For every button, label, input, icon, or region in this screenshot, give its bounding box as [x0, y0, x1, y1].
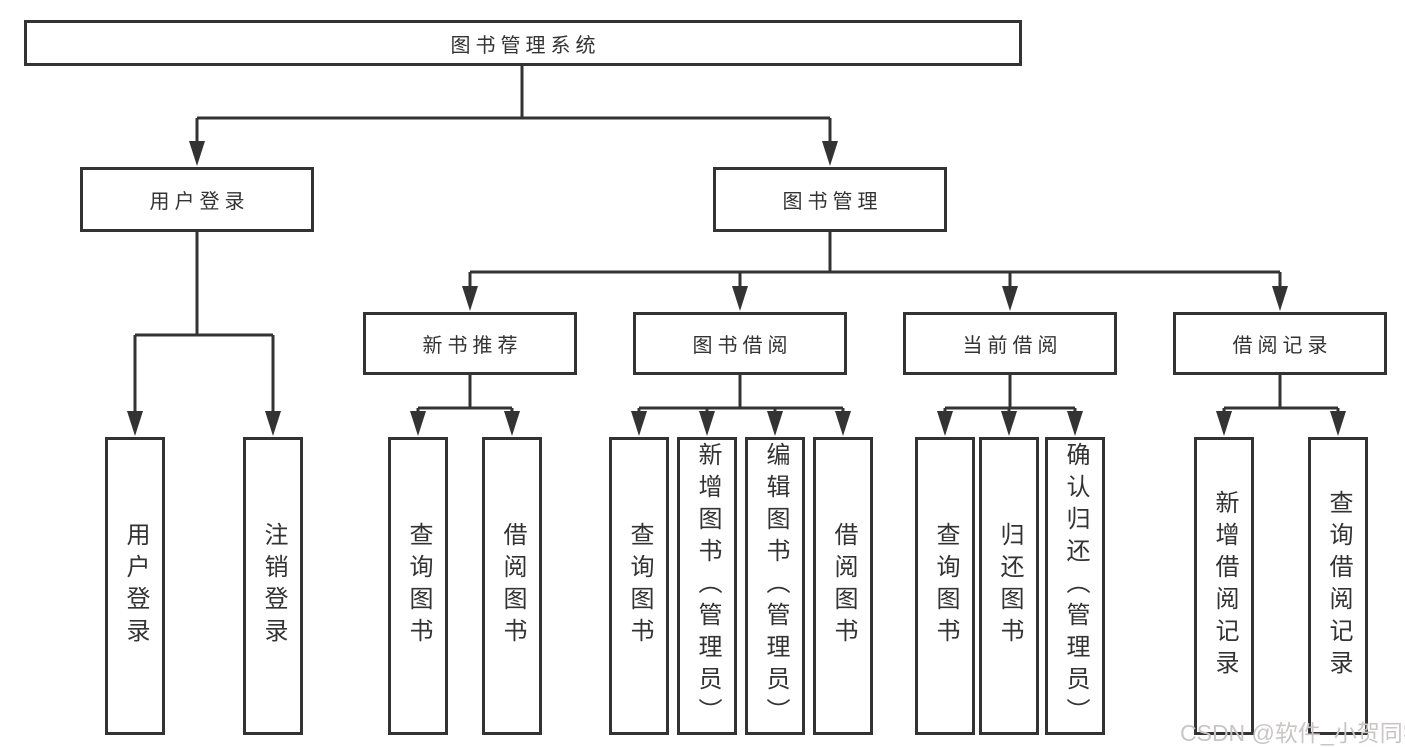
leaf-borrow-books-label: 借阅图书 [499, 522, 526, 650]
node-current-borrow-label: 当前借阅 [962, 335, 1063, 357]
node-user-login: 用户登录 [80, 167, 314, 232]
leaf-add-borrow-record-label: 新增借阅记录 [1211, 490, 1238, 682]
leaf-confirm-return-admin: 确认归还（管理员） [1045, 437, 1105, 735]
node-borrow-records-label: 借阅记录 [1232, 335, 1333, 357]
node-root-label: 图书管理系统 [450, 34, 601, 57]
leaf-add-book-admin-label: 新增图书（管理员） [694, 442, 721, 730]
csdn-watermark: CSDN @软件_小贺同学 [1180, 720, 1405, 746]
leaf-query-books-label: 查询图书 [405, 522, 432, 650]
leaf-return-book-label: 归还图书 [996, 522, 1023, 650]
leaf-edit-book-admin: 编辑图书（管理员） [745, 437, 805, 735]
leaf-return-book: 归还图书 [979, 437, 1039, 735]
leaf-edit-book-admin-label: 编辑图书（管理员） [762, 442, 789, 730]
leaf-add-borrow-record: 新增借阅记录 [1194, 437, 1254, 735]
leaf-add-book-admin: 新增图书（管理员） [677, 437, 737, 735]
node-book-borrow-label: 图书借阅 [692, 335, 793, 357]
leaf-borrow-books: 借阅图书 [482, 437, 542, 735]
leaf-query-books: 查询图书 [915, 437, 975, 735]
leaf-logout-label: 注销登录 [260, 522, 287, 650]
leaf-borrow-books-label: 借阅图书 [830, 522, 857, 650]
leaf-logout: 注销登录 [243, 437, 303, 735]
leaf-user-login: 用户登录 [105, 437, 165, 735]
leaf-confirm-return-admin-label: 确认归还（管理员） [1062, 442, 1089, 730]
node-current-borrow: 当前借阅 [903, 312, 1117, 375]
arrowheads [127, 141, 1346, 436]
node-new-book-recommend: 新书推荐 [363, 312, 577, 375]
leaf-borrow-books: 借阅图书 [813, 437, 873, 735]
leaf-query-borrow-record-label: 查询借阅记录 [1325, 490, 1352, 682]
leaf-query-books-label: 查询图书 [626, 522, 653, 650]
leaf-query-borrow-record: 查询借阅记录 [1308, 437, 1368, 735]
leaf-query-books-label: 查询图书 [932, 522, 959, 650]
leaf-query-books: 查询图书 [388, 437, 448, 735]
leaf-user-login-label: 用户登录 [122, 522, 149, 650]
node-book-management-label: 图书管理 [782, 191, 883, 213]
leaf-query-books: 查询图书 [609, 437, 669, 735]
node-new-book-recommend-label: 新书推荐 [422, 335, 523, 357]
node-user-login-label: 用户登录 [149, 191, 250, 213]
node-book-management: 图书管理 [713, 167, 947, 232]
node-borrow-records: 借阅记录 [1173, 312, 1387, 375]
node-root: 图书管理系统 [24, 20, 1022, 66]
node-book-borrow: 图书借阅 [633, 312, 847, 375]
